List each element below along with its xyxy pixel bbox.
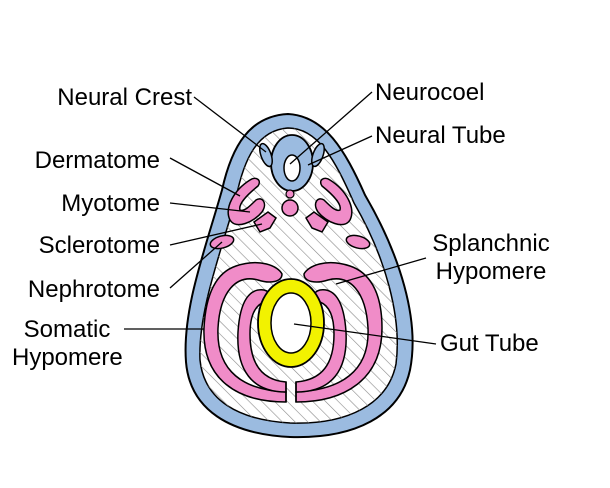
dermatome-myotome-right [314, 177, 353, 226]
label-neurocoel: Neurocoel [375, 79, 485, 106]
label-somatic-hypomere: Somatic Hypomere [12, 316, 123, 372]
label-splanchnic-line1: Splanchnic [432, 230, 550, 257]
label-somatic-line1: Somatic [23, 316, 111, 343]
label-myotome: Myotome [61, 190, 160, 217]
label-dermatome: Dermatome [34, 147, 160, 174]
label-somatic-line2: Hypomere [12, 344, 123, 371]
gut-tube [257, 278, 325, 368]
label-splanchnic-hypomere: Splanchnic Hypomere [424, 230, 558, 286]
leader-lines [124, 91, 437, 345]
nephrotome-right [345, 234, 371, 250]
label-sclerotome: Sclerotome [38, 232, 160, 259]
label-splanchnic-line2: Hypomere [435, 258, 547, 285]
notochord [281, 199, 299, 217]
sclerotome-left [253, 211, 277, 233]
dermatome-myotome-left [227, 177, 266, 226]
label-nephrotome: Nephrotome [27, 276, 160, 303]
label-gut-tube: Gut Tube [440, 330, 539, 357]
somatic-hypomere-right [295, 262, 383, 403]
neurocoel [283, 154, 301, 182]
label-neural-tube: Neural Tube [375, 122, 506, 149]
label-neural-crest: Neural Crest [57, 84, 192, 111]
sclerotome-right [305, 211, 329, 233]
somatic-hypomere [203, 262, 287, 403]
